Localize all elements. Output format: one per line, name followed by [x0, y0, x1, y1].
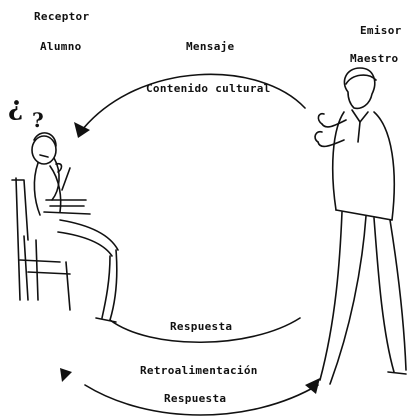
- student-figure: [11, 132, 119, 323]
- label-emisor: Emisor: [360, 24, 402, 37]
- label-maestro: Maestro: [350, 52, 399, 65]
- label-respuesta-outer: Respuesta: [164, 392, 227, 405]
- inverted-question-mark: ¿: [8, 92, 24, 122]
- feedback-arc: [84, 384, 319, 416]
- teacher-figure: [314, 67, 407, 385]
- label-alumno: Alumno: [40, 40, 82, 53]
- inner-response-arc: [109, 317, 301, 343]
- question-mark: ?: [32, 108, 44, 132]
- feedback-arrow-left: [60, 368, 72, 382]
- feedback-arrow-right: [305, 378, 320, 394]
- message-arc: [81, 73, 306, 131]
- label-respuesta-inner: Respuesta: [170, 320, 233, 333]
- message-arrowhead: [74, 122, 90, 138]
- label-contenido-cultural: Contenido cultural: [146, 82, 271, 95]
- label-receptor: Receptor: [34, 10, 90, 23]
- label-retroalimentacion: Retroalimentación: [140, 364, 258, 377]
- label-mensaje: Mensaje: [186, 40, 235, 53]
